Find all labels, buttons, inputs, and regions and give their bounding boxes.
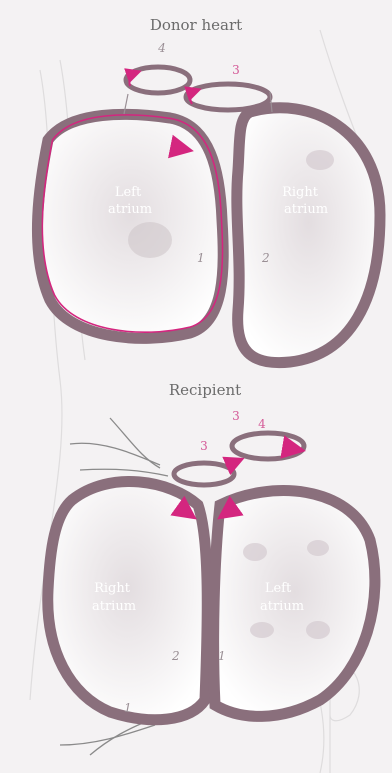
recipient-num-1: 1 <box>218 649 226 663</box>
donor-num-2: 2 <box>261 251 270 265</box>
donor-ring-4: 4 <box>126 41 190 93</box>
donor-num-4: 4 <box>157 41 166 55</box>
donor-left-atrium: Left atrium 1 <box>37 114 223 338</box>
recipient-left-atrium: Left atrium 1 <box>214 491 375 717</box>
donor-right-label-2: atrium <box>284 202 328 217</box>
recipient-right-label-1: Right <box>94 581 131 596</box>
donor-title: Donor heart <box>150 16 242 34</box>
donor-right-atrium: Right atrium 2 <box>237 108 380 363</box>
recipient-arrow-mid <box>226 460 240 466</box>
donor-ring-3: 3 <box>186 63 270 110</box>
donor-right-label-1: Right <box>282 185 319 200</box>
recipient-num-1b: 1 <box>124 701 132 715</box>
recipient-ring-3: 3 <box>174 439 234 485</box>
recipient-right-label-2: atrium <box>92 599 136 614</box>
donor-num-3: 3 <box>232 63 240 77</box>
recipient-num-3: 3 <box>200 439 208 453</box>
recipient-ring-4: 3 4 <box>232 409 304 459</box>
donor-left-label-2: atrium <box>108 202 152 217</box>
donor-num-1: 1 <box>197 251 205 265</box>
recipient-title: Recipient <box>169 381 241 399</box>
donor-suture-arrow <box>178 148 188 150</box>
donor-left-label-1: Left <box>115 185 142 200</box>
recipient-num-4: 4 <box>258 417 266 431</box>
recipient-left-label-2: atrium <box>260 599 304 614</box>
recipient-right-atrium: Right atrium 2 1 <box>48 481 208 719</box>
recipient-num-2: 2 <box>171 649 180 663</box>
recipient-left-label-1: Left <box>265 581 292 596</box>
recipient-num-3b: 3 <box>232 409 240 423</box>
